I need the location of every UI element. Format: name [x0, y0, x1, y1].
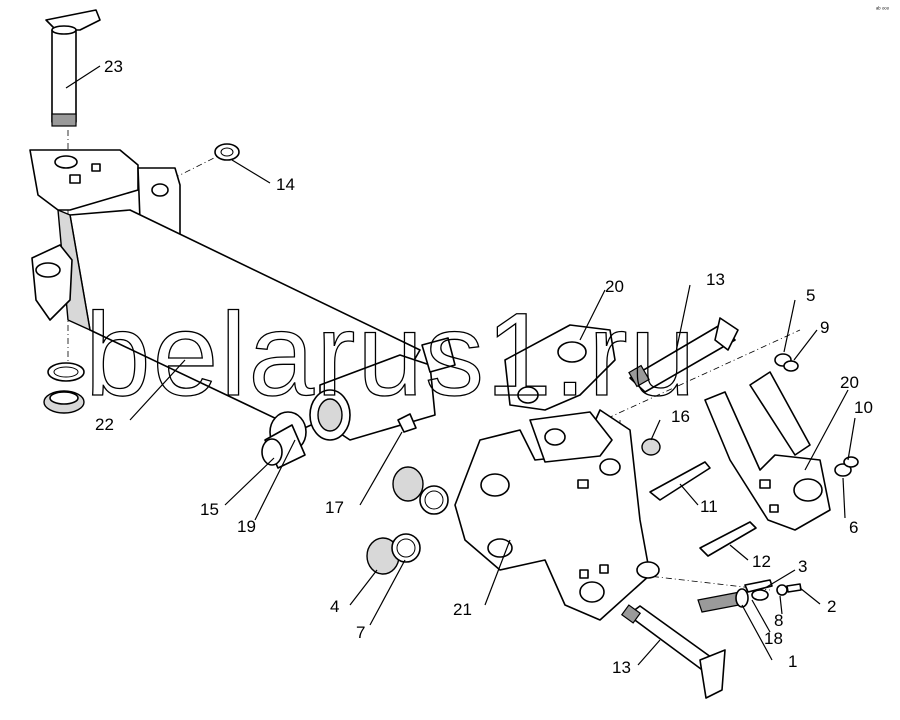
part-3-18-clip	[744, 579, 773, 601]
callout-22: 22	[95, 415, 114, 434]
part-15-19-bushing	[261, 411, 307, 469]
corner-mark: ᵃᵇ ᵒᵒᵒ	[876, 6, 890, 13]
callout-13-lower: 13	[612, 658, 631, 677]
callout-20-right: 20	[840, 373, 859, 392]
callout-21: 21	[453, 600, 472, 619]
callout-4: 4	[330, 597, 339, 616]
callout-14: 14	[276, 175, 295, 194]
callout-16: 16	[671, 407, 690, 426]
callout-1: 1	[788, 652, 797, 671]
part-13-pin-lower	[620, 604, 726, 699]
callout-7: 7	[356, 623, 365, 642]
callout-15: 15	[200, 500, 219, 519]
part-8-2-screw	[776, 583, 802, 596]
part-20-link-upper	[504, 324, 616, 411]
callout-11: 11	[700, 497, 718, 516]
callout-5: 5	[806, 286, 815, 305]
part-1-bolt-spring	[697, 588, 749, 613]
part-12-pin	[699, 521, 757, 557]
callout-20-upper: 20	[605, 277, 624, 296]
callout-6: 6	[849, 518, 858, 537]
callout-10: 10	[854, 398, 873, 417]
part-21-bracket	[454, 409, 660, 621]
callout-19: 19	[237, 517, 256, 536]
leader-lines	[65, 65, 856, 666]
part-22-beam	[29, 149, 421, 431]
callout-18: 18	[764, 629, 783, 648]
nuts-washers-center	[366, 466, 449, 575]
part-20-link-right	[704, 371, 831, 531]
small-washers-right	[774, 353, 859, 477]
part-23-pin	[45, 9, 101, 127]
callout-3: 3	[798, 557, 807, 576]
washer-nut-left	[43, 362, 85, 414]
callout-13-upper: 13	[706, 270, 725, 289]
callout-12: 12	[752, 552, 771, 571]
callout-17: 17	[325, 498, 344, 517]
part-14-bushing	[214, 143, 240, 161]
watermark: belarus1.ru	[85, 289, 697, 421]
callout-numbers: 23 14 22 15 19 17 4 7 21 20 13 5 9 20 10…	[95, 57, 873, 677]
part-17-grease-fitting	[397, 413, 417, 433]
part-16-nut	[641, 438, 661, 456]
part-11-pin	[649, 461, 711, 501]
callout-2: 2	[827, 597, 836, 616]
callout-8: 8	[774, 611, 783, 630]
callout-9: 9	[820, 318, 829, 337]
part-13-pin-upper	[628, 317, 739, 393]
callout-23: 23	[104, 57, 123, 76]
